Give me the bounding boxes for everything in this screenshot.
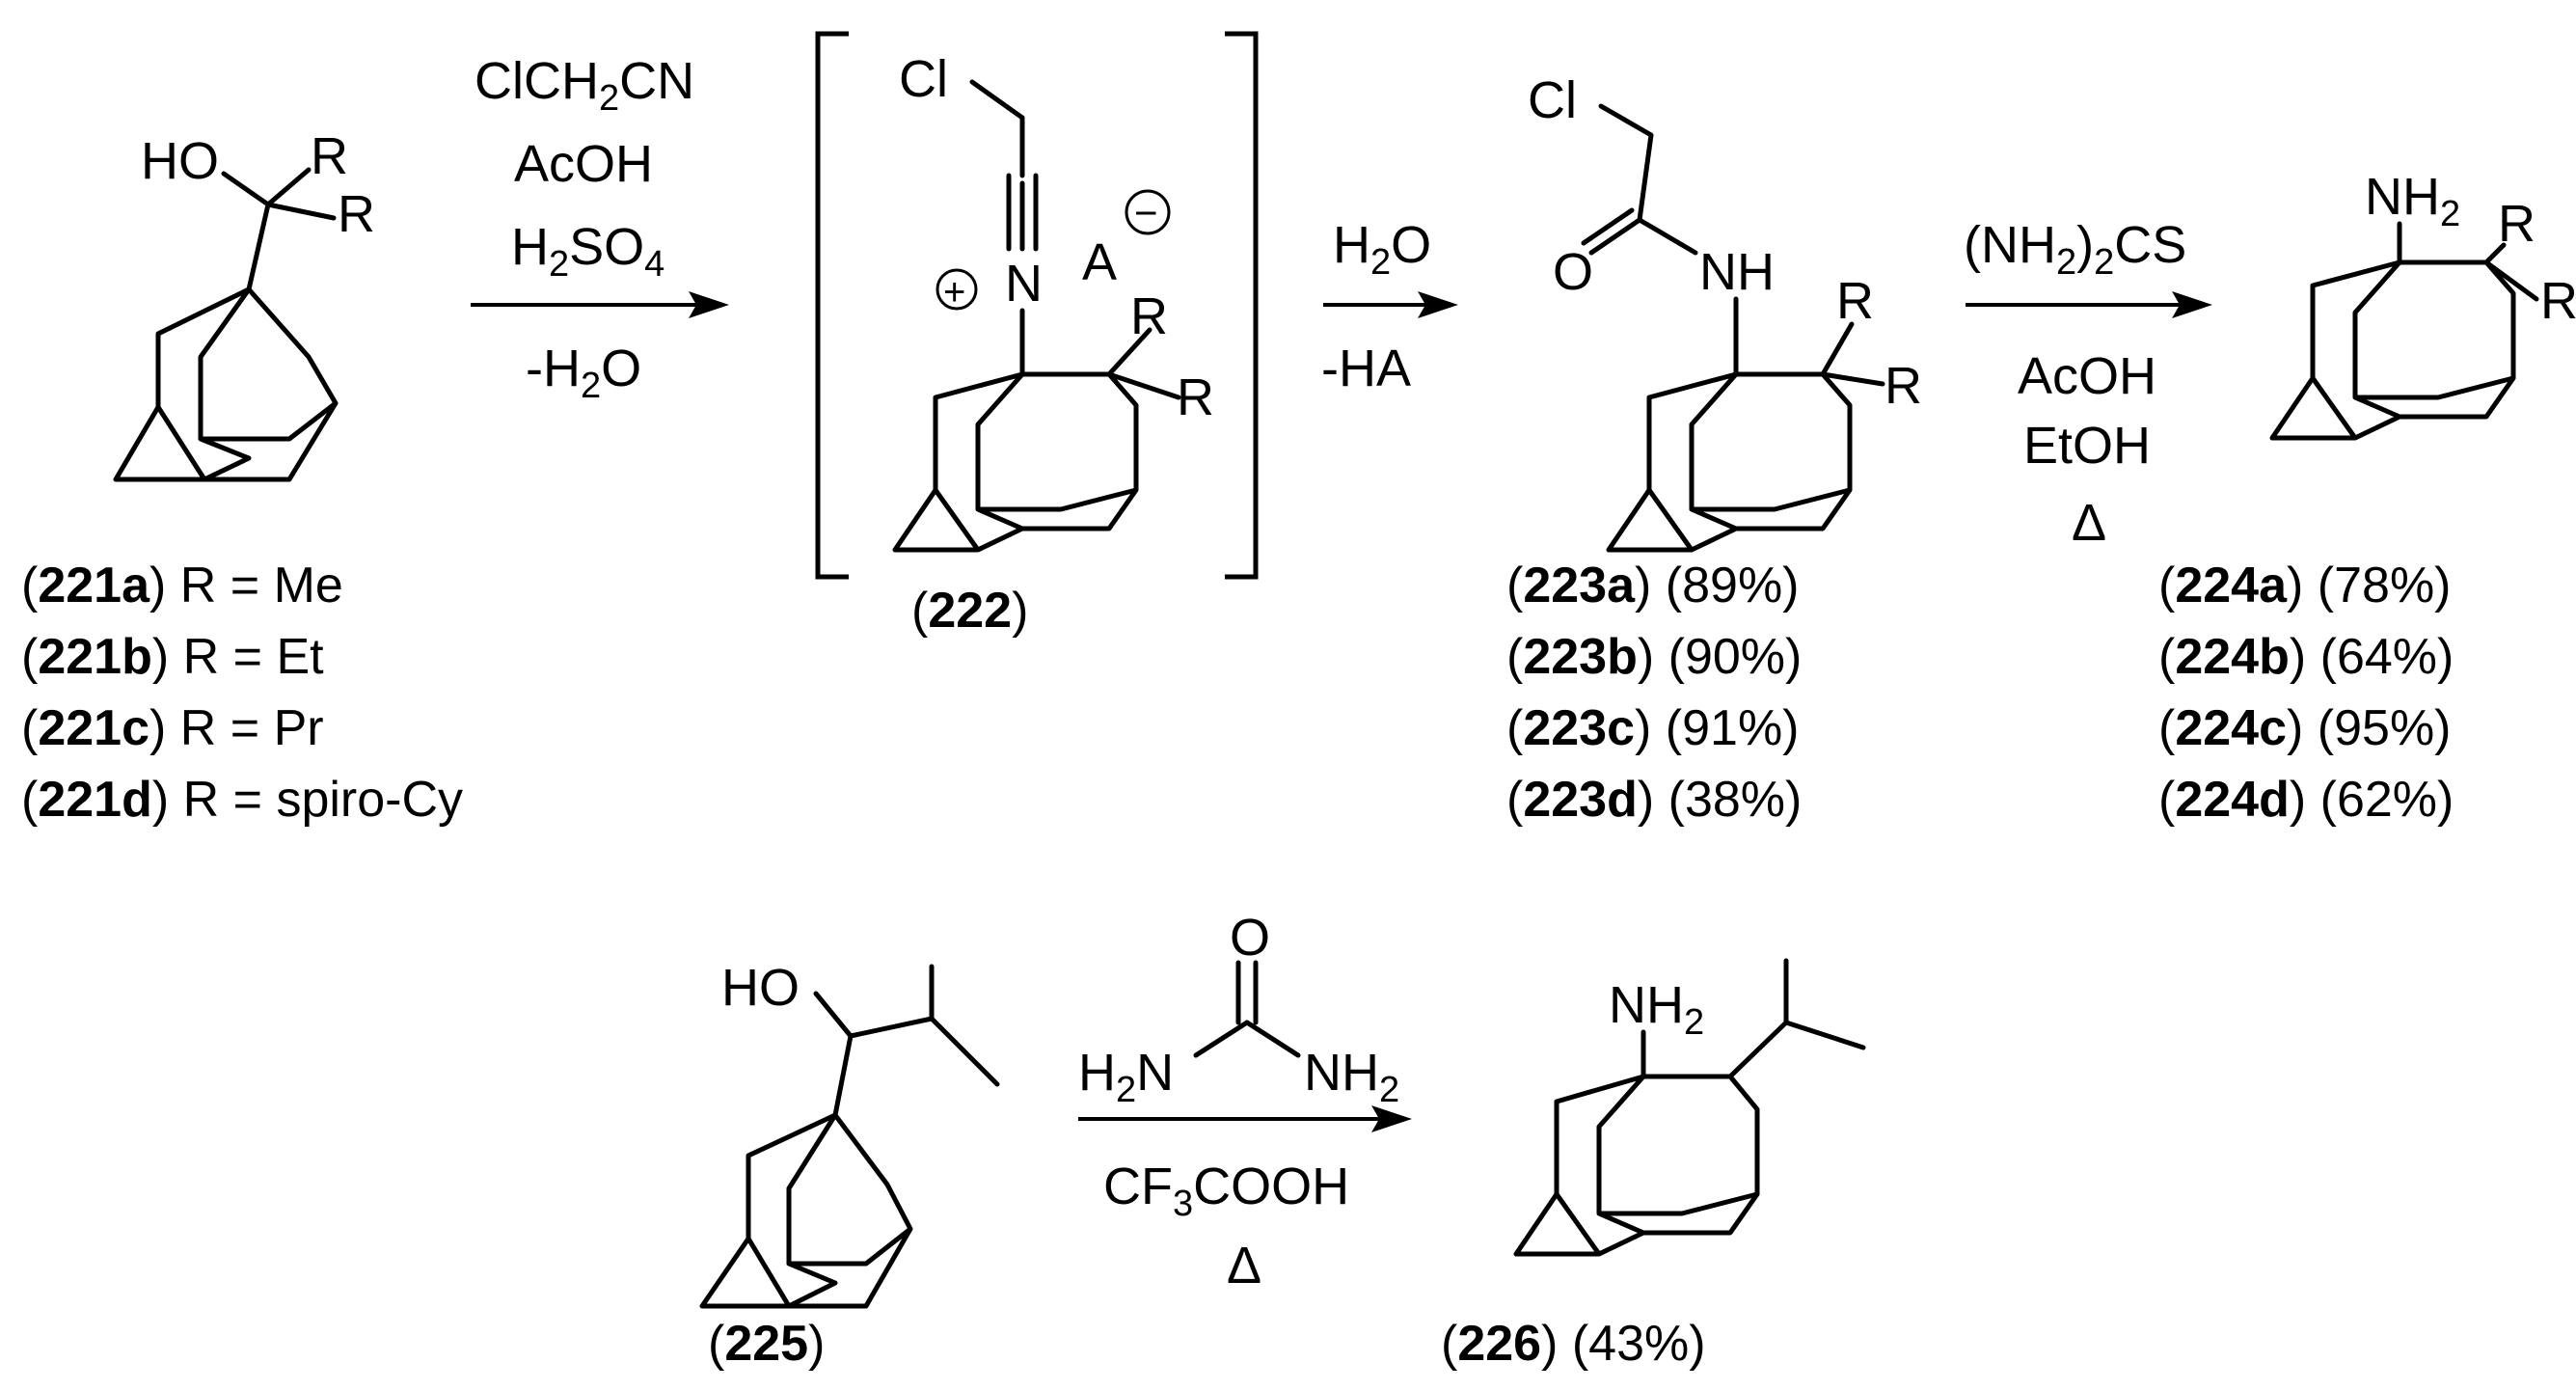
svg-text:−: − [1134, 190, 1158, 235]
compound-222-label: (222) [911, 583, 1028, 639]
svg-text:(223b) (90%): (223b) (90%) [1506, 629, 1802, 685]
svg-text:(223c) (91%): (223c) (91%) [1506, 700, 1800, 756]
reaction-arrow-1 [471, 291, 729, 318]
reaction-arrow-2 [1323, 291, 1458, 318]
r-label: R [2498, 195, 2535, 253]
svg-text:(224c) (95%): (224c) (95%) [2158, 700, 2452, 756]
svg-text:(224d) (62%): (224d) (62%) [2158, 772, 2454, 828]
svg-text:(224b) (64%): (224b) (64%) [2158, 629, 2454, 685]
urea-structure: O H2N NH2 [1078, 909, 1399, 1110]
svg-text:(223a) (89%): (223a) (89%) [1506, 558, 1800, 613]
compound-221-labels: (221a) R = Me (221b) R = Et (221c) R = P… [21, 558, 463, 828]
svg-text:(221a) R = Me: (221a) R = Me [21, 558, 343, 613]
svg-text:(221d) R = spiro-Cy: (221d) R = spiro-Cy [21, 772, 463, 828]
hydroxyl-label: HO [721, 959, 800, 1017]
svg-text:(221c) R = Pr: (221c) R = Pr [21, 700, 324, 756]
oxygen-label: O [1230, 909, 1270, 967]
svg-text:(221b) R = Et: (221b) R = Et [21, 629, 324, 685]
compound-225-label: (225) [708, 1316, 825, 1372]
positive-charge-icon [935, 268, 978, 311]
svg-text:Δ: Δ [2072, 494, 2106, 552]
chlorine-label: Cl [899, 50, 948, 108]
reaction-arrow-3 [1966, 291, 2212, 318]
svg-text:-HA: -HA [1321, 340, 1411, 397]
compound-222-structure: Cl N + A − R R [815, 31, 1259, 580]
svg-text:H2SO4: H2SO4 [511, 218, 664, 285]
compound-226-structure: NH2 [1513, 958, 1866, 1257]
reagents-step1: ClCH2CN AcOH H2SO4 -H2O [475, 52, 694, 406]
svg-text:H2N: H2N [1078, 1044, 1174, 1110]
svg-text:NH2: NH2 [2365, 168, 2460, 234]
r-label: R [1130, 287, 1168, 345]
svg-text:(NH2)2CS: (NH2)2CS [1964, 216, 2186, 283]
amide-nh-label: NH [1699, 243, 1775, 301]
compound-223-labels: (223a) (89%) (223b) (90%) (223c) (91%) (… [1506, 558, 1802, 828]
amine-label: NH [1609, 976, 1684, 1034]
svg-text:+: + [943, 271, 965, 313]
svg-text:H2O: H2O [1333, 216, 1431, 283]
r-label: R [2540, 272, 2576, 330]
nitrogen-label: N [1005, 255, 1043, 313]
r-label: R [1836, 272, 1874, 330]
svg-text:EtOH: EtOH [2023, 417, 2151, 475]
compound-223-structure: Cl O NH R R [1528, 71, 1922, 553]
svg-text:AcOH: AcOH [514, 135, 653, 193]
reagents-step2: H2O -HA [1321, 216, 1431, 397]
svg-text:NH2: NH2 [1609, 976, 1704, 1043]
svg-text:(223d) (38%): (223d) (38%) [1506, 772, 1802, 828]
compound-225-structure: HO [699, 959, 1000, 1309]
r-label: R [1177, 368, 1214, 426]
negative-charge-icon [1125, 189, 1171, 235]
svg-text:AcOH: AcOH [2018, 347, 2156, 405]
svg-text:Δ: Δ [1227, 1237, 1261, 1295]
reagents-step4: CF3COOH Δ [1103, 1158, 1349, 1295]
svg-text:NH2: NH2 [1304, 1044, 1399, 1110]
compound-224-labels: (224a) (78%) (224b) (64%) (224c) (95%) (… [2158, 558, 2454, 828]
oxygen-label: O [1553, 243, 1593, 301]
chlorine-label: Cl [1528, 71, 1577, 129]
hydroxyl-label: HO [141, 132, 219, 190]
reaction-arrow-4 [1078, 1105, 1412, 1132]
svg-text:-H2O: -H2O [526, 340, 641, 406]
reagents-step3: (NH2)2CS AcOH EtOH Δ [1964, 216, 2186, 552]
svg-text:CF3COOH: CF3COOH [1103, 1158, 1349, 1224]
compound-224-structure: NH2 R R [2269, 168, 2576, 441]
r-label: R [311, 127, 348, 185]
amine-label: NH [2365, 168, 2440, 226]
svg-text:ClCH2CN: ClCH2CN [475, 52, 694, 119]
svg-text:(224a) (78%): (224a) (78%) [2158, 558, 2452, 613]
anion-label: A [1082, 233, 1117, 291]
compound-226-label: (226) (43%) [1441, 1316, 1706, 1372]
compound-221-structure: HO R R [113, 127, 375, 482]
r-label: R [338, 185, 375, 243]
r-label: R [1885, 357, 1922, 415]
